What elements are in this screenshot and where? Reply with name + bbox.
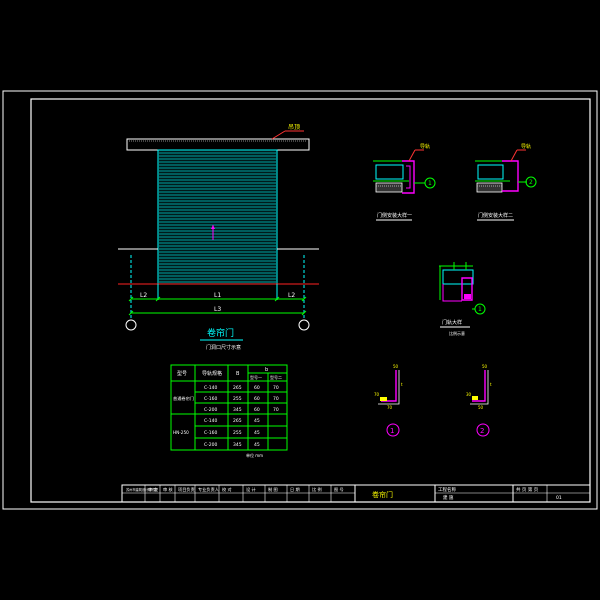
table-cell: 60 (254, 407, 260, 413)
detail-b-bubble-num: 2 (529, 179, 533, 186)
shutter-curtain (157, 149, 278, 285)
p2-side-dim: t (490, 382, 492, 387)
table-cell: 70 (273, 396, 279, 402)
detail-plan: 1 门轨大样 比例示意 (439, 262, 486, 336)
p1-bottom-dim: 70 (387, 405, 393, 410)
plan-subtitle: 比例示意 (449, 330, 465, 336)
door-elevation: 吊顶 L2 L1 L2 L3 卷帘门 (118, 124, 319, 351)
table-cell: 60 (254, 396, 260, 402)
profile-2-bubble (476, 423, 490, 437)
th-type: 型号 (177, 370, 187, 377)
plan-bubble-num: 1 (478, 306, 482, 313)
table-cell: 255 (233, 396, 242, 402)
tb-drawing-name: 卷帘门 (372, 490, 393, 499)
dim-l3: L3 (214, 306, 221, 313)
dim-l2-left: L2 (140, 292, 147, 299)
table-cell: C-200 (204, 442, 217, 448)
p1-left-dim: 70 (374, 392, 380, 397)
title-block-cell: 审 核 (163, 486, 174, 493)
table-cell: C-140 (204, 418, 217, 424)
table-cell: 70 (273, 407, 279, 413)
table-cell: HN-250 (173, 430, 189, 435)
profile-2-num: 2 (480, 427, 484, 435)
dim-l2-right: L2 (288, 292, 295, 299)
title-block-cell: 日 期 (290, 487, 300, 493)
top-leader (271, 130, 286, 140)
title-block-cell: 审 定 (148, 486, 158, 493)
title-block-cell: 设 计 (246, 486, 256, 493)
table-note: 单位 mm (246, 452, 263, 458)
p2-bottom-dim: 50 (478, 405, 484, 410)
title-block-cell: 校 对 (222, 486, 232, 493)
dim-l1: L1 (214, 292, 221, 299)
detail-section-a: 导轨 1 门侧安装大样一 (373, 143, 436, 221)
axis-bubble-left (125, 319, 137, 331)
title-block-cell: 图 号 (334, 487, 344, 493)
table-cell: 70 (273, 385, 279, 391)
title-block: 苏州市建筑设计研究院审 定审 核项目负责专业负责人校 对 设 计 制 图 日 期 比 例… (121, 484, 591, 503)
tb-project-label: 工程名称 (438, 486, 456, 493)
th-b-lower: b (265, 367, 268, 373)
table-cell: 255 (233, 430, 242, 436)
table-cell: C-160 (204, 396, 217, 402)
detail-a-bubble (424, 177, 436, 189)
elevation-subtitle: 门洞口尺寸示意 (206, 344, 241, 351)
plan-title: 门轨大样 (442, 319, 462, 326)
p1-side-dim: t (401, 382, 403, 387)
th-sub-2: 型号二 (270, 374, 282, 380)
detail-section-b: 导轨 2 门侧安装大样二 (475, 143, 537, 221)
title-block-cell: 专业负责人 (198, 486, 220, 493)
table-cell: 265 (233, 385, 242, 391)
tb-right-header: 共 页 第 页 (516, 486, 539, 493)
detail-a-bubble-num: 1 (428, 180, 432, 187)
table-cell: 45 (254, 442, 260, 448)
axis-bubble-right (298, 319, 310, 331)
table-cell: 45 (254, 418, 260, 424)
top-callout: 吊顶 (288, 124, 300, 131)
title-block-cells: 苏州市建筑设计研究院审 定审 核项目负责专业负责人校 对 设 计 制 图 日 期 比 例… (126, 485, 344, 502)
th-b-upper: B (236, 371, 240, 377)
detail-b-callout: 导轨 (521, 143, 531, 150)
title-block-cell: 项目负责 (178, 486, 195, 493)
outer-frame (2, 90, 598, 510)
tb-sheet-number: 01 (556, 495, 562, 501)
table-cell: C-160 (204, 430, 217, 436)
table-cell: 345 (233, 407, 242, 413)
table-cell: 60 (254, 385, 260, 391)
inner-frame (30, 98, 591, 503)
table-cell: C-200 (204, 407, 217, 413)
table-cell: 265 (233, 418, 242, 424)
detail-a-callout: 导轨 (420, 143, 430, 150)
plan-bubble (474, 303, 486, 315)
tb-sheet-label: 建 施 (443, 494, 454, 501)
title-block-cell: 苏州市建筑设计研究院 (126, 487, 159, 492)
detail-b-bubble (525, 176, 537, 188)
profile-1-bubble (386, 423, 400, 437)
table-cell: 345 (233, 442, 242, 448)
detail-b-title: 门侧安装大样二 (478, 212, 513, 219)
p2-top-dim: 50 (482, 364, 488, 369)
rail-profile-1: 50 70 70 t 1 (374, 364, 403, 437)
detail-a-title: 门侧安装大样一 (377, 212, 412, 219)
rail-profile-2: 50 30 50 t 2 (466, 364, 492, 437)
p2-left-dim: 30 (466, 392, 472, 397)
p1-top-dim: 50 (393, 364, 399, 369)
th-sub-1: 型号一 (250, 374, 262, 380)
shutter-slats (159, 152, 276, 283)
title-block-cell: 比 例 (312, 486, 322, 493)
profile-1-num: 1 (390, 427, 394, 435)
elevation-title: 卷帘门 (207, 327, 234, 339)
table-cell: 普通卷帘门 (173, 395, 194, 402)
table-cell: C-140 (204, 385, 217, 391)
table-cell: 45 (254, 430, 260, 436)
th-rail: 导轨规格 (202, 370, 222, 377)
title-block-cell: 制 图 (268, 486, 278, 493)
